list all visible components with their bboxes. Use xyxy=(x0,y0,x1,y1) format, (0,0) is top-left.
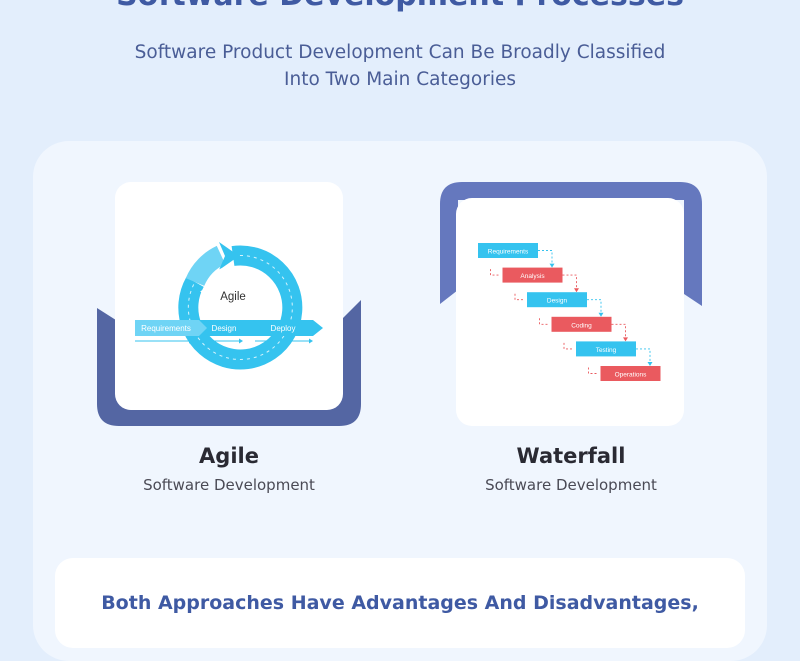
waterfall-step-label: Testing xyxy=(596,347,617,354)
waterfall-connector-arrow xyxy=(574,288,579,293)
cycle-arrowhead xyxy=(219,242,239,270)
waterfall-step-box xyxy=(600,366,661,381)
waterfall-connector-arrow xyxy=(647,362,653,366)
waterfall-connector-arrow xyxy=(549,263,555,268)
agile-card: Agile Test Develop Requirements Design D… xyxy=(115,182,343,410)
waterfall-entry-connector xyxy=(588,367,598,374)
waterfall-step-box xyxy=(478,243,538,258)
waterfall-step-label: Coding xyxy=(571,322,592,329)
waterfall-connector-arrow xyxy=(598,312,604,317)
waterfall-entry-connector xyxy=(490,269,500,276)
waterfall-step-analysis: Analysis xyxy=(502,267,563,283)
agile-design-label: Design xyxy=(212,324,237,333)
agile-requirements-label: Requirements xyxy=(141,324,191,333)
waterfall-step-box xyxy=(576,341,636,357)
waterfall-entry-connector xyxy=(563,342,573,350)
waterfall-step-coding: Coding xyxy=(551,316,612,332)
page-subtitle: Software Product Development Can Be Broa… xyxy=(0,39,800,93)
page-title: Software Development Processes xyxy=(0,0,800,13)
waterfall-connector xyxy=(636,348,651,363)
summary-text: Both Approaches Have Advantages And Disa… xyxy=(101,592,699,614)
waterfall-entry-connector xyxy=(539,318,549,325)
agile-test-label: Test xyxy=(198,289,207,304)
waterfall-frame xyxy=(440,182,702,306)
waterfall-title: Waterfall xyxy=(516,444,626,468)
waterfall-entry-connector xyxy=(514,293,524,301)
waterfall-step-label: Requirements xyxy=(488,249,529,256)
waterfall-connector-arrow xyxy=(623,337,628,342)
agile-develop-label: Develop xyxy=(260,280,274,309)
waterfall-connector xyxy=(538,250,553,265)
waterfall-step-box xyxy=(527,292,587,308)
waterfall-step-label: Analysis xyxy=(520,273,545,280)
agile-subtitle: Software Development xyxy=(143,476,315,494)
waterfall-step-box xyxy=(551,316,612,332)
agile-process-band xyxy=(135,320,323,344)
waterfall-subtitle: Software Development xyxy=(485,476,657,494)
waterfall-step-testing: Testing xyxy=(576,341,636,357)
waterfall-connector xyxy=(562,274,577,290)
waterfall-step-label: Design xyxy=(547,298,568,305)
waterfall-connector xyxy=(587,299,602,314)
waterfall-step-label: Operations xyxy=(615,372,648,379)
agile-center-label: Agile xyxy=(220,291,246,303)
agile-title: Agile xyxy=(199,444,259,468)
waterfall-step-operations: Operations xyxy=(600,366,661,381)
subtitle-line-2: Into Two Main Categories xyxy=(284,69,516,90)
subtitle-line-1: Software Product Development Can Be Broa… xyxy=(134,42,666,63)
agile-diagram: Agile Test Develop Requirements Design D… xyxy=(135,242,323,370)
waterfall-connector xyxy=(611,323,626,339)
waterfall-step-box xyxy=(502,267,563,283)
waterfall-diagram: RequirementsAnalysisDesignCodingTestingO… xyxy=(478,243,661,381)
waterfall-step-requirements: Requirements xyxy=(478,243,538,258)
waterfall-step-design: Design xyxy=(527,292,587,308)
agile-deploy-label: Deploy xyxy=(271,324,296,333)
